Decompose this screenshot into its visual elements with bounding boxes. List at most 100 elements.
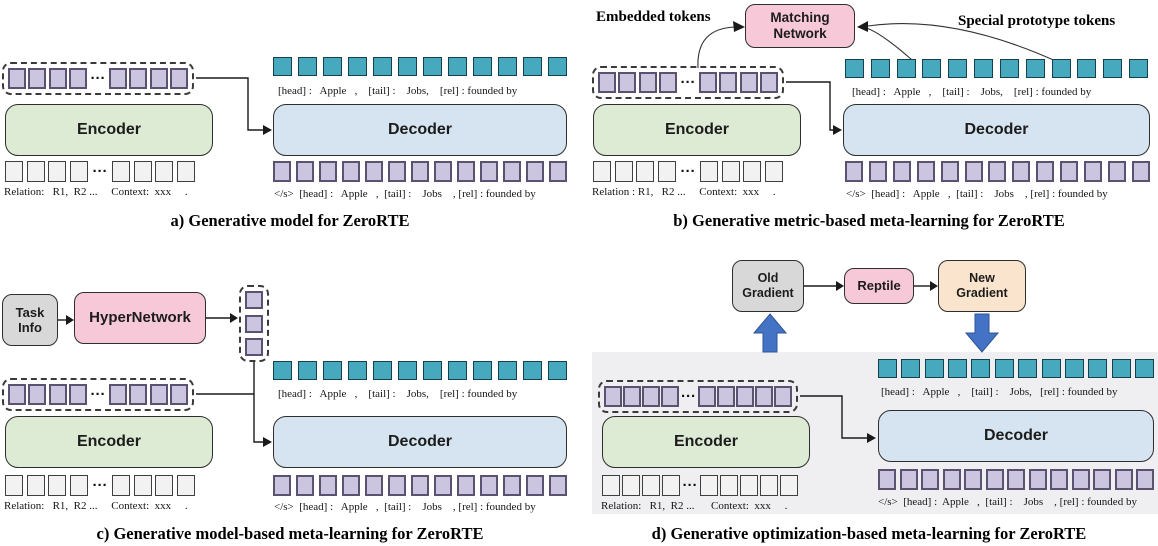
token-square [273,160,291,182]
token-square [48,68,67,89]
token-square [1051,58,1071,78]
decoder-output-label: [head] : Apple , [tail] : Jobs, [rel] : … [278,388,518,400]
arrowhead-icon [733,21,745,32]
token-square [398,360,417,380]
token-square [319,474,337,496]
token-square [48,160,67,182]
ellipsis: ··· [681,388,696,405]
task-info-box: Task Info [2,294,58,346]
token-square [388,160,406,182]
token-square [273,360,292,380]
caption-b: b) Generative metric-based meta-learning… [673,211,1065,230]
token-square [296,474,314,496]
ellipsis: ··· [90,70,106,87]
token-square [149,384,168,405]
token-square [870,58,890,78]
token-square [323,56,342,76]
token-square [273,474,291,496]
decoder-input-token-row [273,160,567,182]
token-square [69,384,88,405]
token-square [523,360,542,380]
token-square [548,360,567,380]
token-square [69,474,88,496]
token-square [480,160,498,182]
token-square [28,384,47,405]
token-square [342,160,360,182]
generated-token-stack [239,285,269,362]
encoder-input-label: Relation: R1, R2 ... Context: xxx . [4,186,188,198]
token-square [922,58,942,78]
token-square [868,160,887,182]
token-square [108,68,127,89]
token-square [373,360,392,380]
token-square [480,474,498,496]
token-square [740,474,759,496]
token-square [892,160,911,182]
token-square [348,360,367,380]
token-square [755,386,773,407]
token-square [273,56,292,76]
token-square [155,160,174,182]
token-square [298,360,317,380]
ellipsis: ··· [90,386,106,403]
token-square [526,160,544,182]
decoder-box: Decoder [273,416,567,468]
token-square [498,360,517,380]
token-square [1036,160,1055,182]
token-square [698,72,717,93]
caption-d: d) Generative optimization-based meta-le… [651,524,1087,543]
token-square [28,68,47,89]
token-square [170,384,188,405]
decoder-box: Decoder [273,104,567,156]
token-square [26,160,45,182]
token-square [916,160,935,182]
token-square [112,474,131,496]
token-square [1136,468,1154,490]
token-square [878,358,897,378]
ellipsis: ··· [92,476,108,494]
decoder-input-label: </s> [head] : Apple , [tail] : Jobs , [r… [274,501,536,513]
token-square [779,474,798,496]
decoder-output-label: [head] : Apple , [tail] : Jobs, [rel] : … [278,85,518,97]
token-square [1093,468,1111,490]
token-square [365,160,383,182]
token-square [503,160,521,182]
token-square [698,386,716,407]
token-square [5,474,23,496]
up-block-arrow-icon [752,313,788,353]
reptile-box: Reptile [844,268,914,304]
token-square [845,160,863,182]
panel-b: Embedded tokens Matching Network Special… [580,0,1158,240]
token-square [365,474,383,496]
token-square [8,68,26,89]
decoder-output-label: [head] : Apple , [tail] : Jobs, [rel] : … [881,386,1118,398]
encoder-input-token-row: ··· [5,474,195,496]
token-square [736,386,754,407]
embedded-token-row: ··· [2,378,194,411]
token-square [1025,58,1045,78]
token-square [659,72,678,93]
token-square [774,386,792,407]
token-square [657,160,676,182]
panel-a: ··· Encoder ··· Relation: R1, R2 ... Con… [0,0,580,240]
token-square [398,56,417,76]
token-square [618,72,637,93]
token-square [720,474,739,496]
token-square [170,68,188,89]
token-square [621,474,640,496]
token-square [940,160,959,182]
arrowhead-icon [836,281,844,291]
token-square [245,314,263,333]
decoder-input-token-row [273,474,567,496]
decoder-output-token-row [878,358,1154,378]
token-square [999,58,1019,78]
token-square [423,360,442,380]
token-square [1028,468,1047,490]
token-square [899,468,918,490]
token-square [739,72,758,93]
panel-d: Old Gradient Reptile New Gradient ··· En… [580,240,1158,546]
token-square [1084,160,1103,182]
ellipsis: ··· [92,162,108,180]
encoder-input-label: Relation: R1, R2 ... Context: xxx . [4,500,188,512]
token-square [498,56,517,76]
